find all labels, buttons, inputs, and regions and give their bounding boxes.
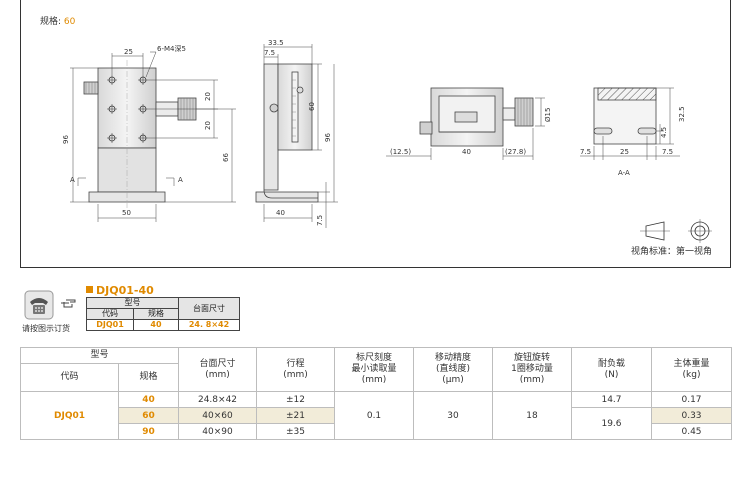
cell-weight: 0.33 bbox=[651, 407, 733, 424]
dim-50: 50 bbox=[122, 209, 131, 217]
order-example-table: 型号 台面尺寸 代码 规格 DJQ01 40 24. 8×42 bbox=[86, 297, 240, 331]
cell-stroke: ±12 bbox=[256, 391, 336, 408]
cell-spec: 40 bbox=[117, 391, 180, 408]
dim-32-5: 32.5 bbox=[678, 106, 686, 122]
order-example-code: DJQ01 bbox=[86, 319, 134, 331]
orange-square-icon bbox=[86, 286, 93, 293]
table-row: 90 40×90 ±35 0.45 bbox=[21, 423, 733, 440]
dim-7-5-section-left: 7.5 bbox=[580, 148, 591, 156]
dim-60-side: 60 bbox=[308, 102, 316, 111]
order-header-spec: 规格 bbox=[133, 308, 179, 320]
dim-20-b: 20 bbox=[204, 121, 212, 130]
dim-dia-15: Ø15 bbox=[544, 108, 552, 122]
cell-load: 14.7 bbox=[571, 391, 653, 408]
cell-size: 24.8×42 bbox=[178, 391, 258, 408]
cell-spec: 60 bbox=[117, 407, 180, 424]
dim-12-5: (12.5) bbox=[390, 148, 411, 156]
order-caption: 请按图示订货 bbox=[22, 324, 70, 333]
dim-33-5: 33.5 bbox=[268, 39, 284, 47]
cell-code: DJQ01 bbox=[20, 391, 119, 440]
cell-precision: 30 bbox=[413, 391, 494, 440]
dim-7-5-side: 7.5 bbox=[316, 215, 324, 226]
top-lock-knob bbox=[419, 121, 433, 135]
order-header-model: 型号 bbox=[86, 297, 179, 309]
spec-indicator: 规格: 60 bbox=[40, 14, 75, 27]
table-row: DJQ01 40 24.8×42 ±12 0.1 30 18 14.7 0.17 bbox=[20, 391, 733, 440]
top-view bbox=[386, 87, 545, 160]
order-example-spec: 40 bbox=[133, 319, 179, 331]
header-spec: 规格 bbox=[117, 363, 180, 392]
header-stroke: 行程(mm) bbox=[256, 347, 336, 392]
dim-96-front: 96 bbox=[62, 135, 70, 144]
cell-stroke: ±35 bbox=[256, 423, 336, 440]
spec-table: 型号 台面尺寸(mm) 行程(mm) 标尺刻度最小读取量(mm) 移动精度(直线… bbox=[19, 347, 733, 440]
header-scale: 标尺刻度最小读取量(mm) bbox=[334, 347, 415, 392]
spec-label: 规格: bbox=[40, 17, 62, 27]
view-standard-note: 视角标准：第一视角 bbox=[631, 247, 713, 257]
technical-drawing: 25 6-M4深5 20 20 96 66 50 A A bbox=[62, 39, 712, 243]
order-example-size: 24. 8×42 bbox=[178, 319, 240, 331]
dim-96-side: 96 bbox=[324, 133, 332, 142]
dim-7-5-top: 7.5 bbox=[264, 49, 275, 57]
cell-size: 40×90 bbox=[178, 423, 258, 440]
front-lock-knob bbox=[83, 81, 99, 95]
side-base bbox=[255, 191, 319, 203]
side-view bbox=[255, 44, 338, 228]
header-model: 型号 bbox=[19, 347, 180, 364]
cell-weight: 0.17 bbox=[651, 391, 733, 408]
dim-27-8: (27.8) bbox=[505, 148, 526, 156]
cell-load: 19.6 bbox=[571, 407, 653, 440]
header-load: 耐负载(N) bbox=[571, 347, 653, 392]
dim-25-top: 25 bbox=[124, 48, 133, 56]
cell-scale: 0.1 bbox=[334, 391, 415, 440]
dim-4-5: 4.5 bbox=[660, 127, 668, 138]
dim-20-a: 20 bbox=[204, 92, 212, 101]
order-header-code: 代码 bbox=[86, 308, 134, 320]
section-mark-a-right: A bbox=[178, 176, 183, 184]
dim-25-section: 25 bbox=[620, 148, 629, 156]
dim-66: 66 bbox=[222, 153, 230, 162]
header-precision: 移动精度(直线度)(μm) bbox=[413, 347, 494, 392]
phone-icon bbox=[24, 290, 54, 320]
dim-40-front: 40 bbox=[462, 148, 471, 156]
header-table-size: 台面尺寸(mm) bbox=[178, 347, 258, 392]
cell-stroke: ±21 bbox=[256, 407, 336, 424]
section-view bbox=[580, 87, 680, 160]
first-angle-symbol bbox=[640, 219, 712, 243]
section-label-aa: A-A bbox=[618, 169, 630, 177]
front-view bbox=[70, 51, 236, 222]
cell-size: 40×60 bbox=[178, 407, 258, 424]
pointing-hand-icon bbox=[61, 299, 76, 308]
drawing-frame bbox=[20, 0, 731, 268]
model-title-text: DJQ01-40 bbox=[96, 284, 154, 297]
cell-knob: 18 bbox=[492, 391, 573, 440]
dim-7-5-section-right: 7.5 bbox=[662, 148, 673, 156]
header-weight: 主体重量(kg) bbox=[651, 347, 733, 392]
header-code: 代码 bbox=[20, 363, 119, 392]
side-scale bbox=[291, 71, 299, 143]
spec-value: 60 bbox=[63, 17, 76, 27]
section-hatch bbox=[597, 87, 657, 101]
side-column bbox=[263, 63, 279, 191]
cell-weight: 0.45 bbox=[651, 423, 733, 440]
order-header-table-size: 台面尺寸 bbox=[178, 297, 240, 320]
model-title: DJQ01-40 bbox=[86, 284, 154, 297]
dim-hole-note: 6-M4深5 bbox=[157, 44, 186, 53]
section-mark-a-left: A bbox=[70, 176, 75, 184]
cell-spec: 90 bbox=[117, 423, 180, 440]
dim-40-side: 40 bbox=[276, 209, 285, 217]
